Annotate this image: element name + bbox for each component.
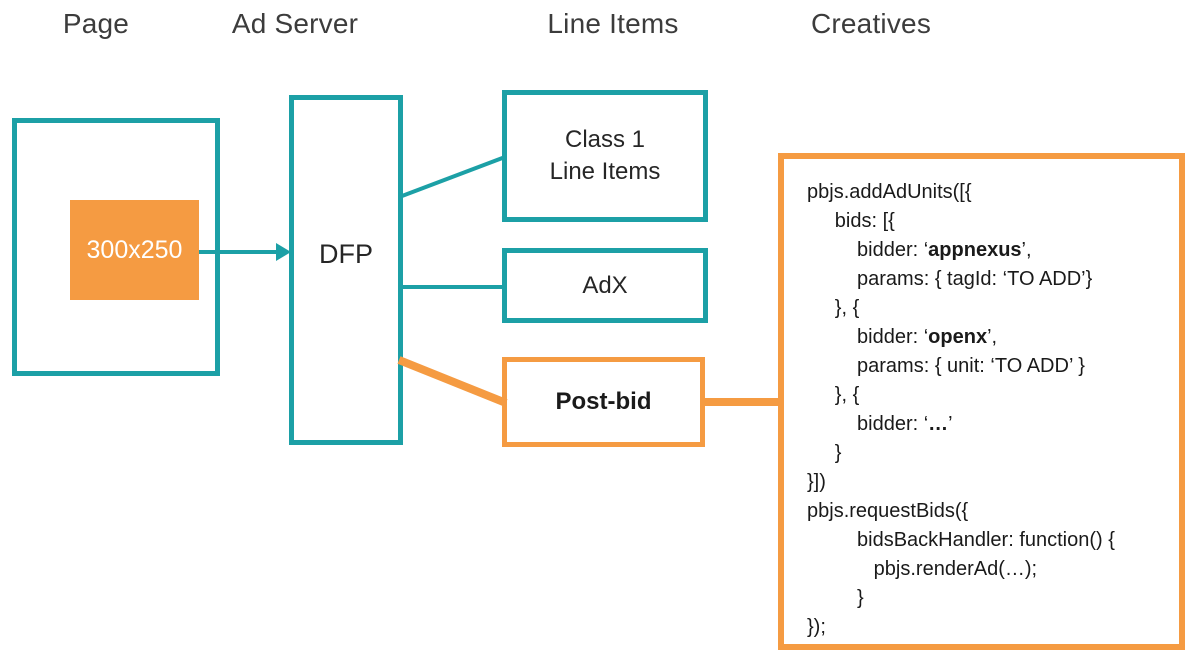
adx-box: AdX bbox=[502, 248, 708, 323]
code-line: }, { bbox=[807, 297, 860, 319]
class1-label: Class 1 Line Items bbox=[550, 124, 661, 188]
column-header-creatives: Creatives bbox=[810, 8, 932, 39]
code-line: } bbox=[807, 442, 842, 464]
code-line: bids: [{ bbox=[807, 210, 895, 232]
dfp-to-class1-connector bbox=[401, 155, 506, 198]
code-line: pbjs.addAdUnits([{ bbox=[807, 181, 972, 203]
code-line: } bbox=[807, 587, 864, 609]
code-line: }); bbox=[807, 616, 826, 638]
code-line: bidder: ‘…’ bbox=[807, 413, 953, 435]
code-line: bidder: ‘appnexus’, bbox=[807, 239, 1032, 261]
dfp-to-postbid-connector bbox=[397, 356, 508, 407]
ad-slot-box: 300x250 bbox=[70, 200, 199, 300]
dfp-box: DFP bbox=[289, 95, 403, 445]
code-lines: pbjs.addAdUnits([{ bids: [{ bidder: ‘app… bbox=[784, 159, 1179, 642]
code-line: params: { tagId: ‘TO ADD’} bbox=[807, 268, 1093, 290]
column-header-page: Page bbox=[62, 8, 130, 39]
class1-label-line2: Line Items bbox=[549, 158, 661, 185]
code-line: params: { unit: ‘TO ADD’ } bbox=[807, 355, 1085, 377]
class1-label-line1: Class 1 bbox=[564, 126, 646, 153]
code-line: bidder: ‘openx’, bbox=[807, 326, 998, 348]
dfp-label: DFP bbox=[319, 238, 373, 269]
code-line: }]) bbox=[807, 471, 826, 493]
postbid-box: Post-bid bbox=[502, 357, 705, 447]
column-header-ad-server: Ad Server bbox=[231, 8, 359, 39]
code-line: pbjs.requestBids({ bbox=[807, 500, 969, 522]
code-line: bidsBackHandler: function() { bbox=[807, 529, 1115, 551]
postbid-label: Post-bid bbox=[555, 388, 652, 415]
code-line: }, { bbox=[807, 384, 860, 406]
column-header-line-items: Line Items bbox=[547, 8, 679, 39]
class1-line-items-box: Class 1 Line Items bbox=[502, 90, 708, 222]
creatives-code-panel: pbjs.addAdUnits([{ bids: [{ bidder: ‘app… bbox=[778, 153, 1185, 650]
adx-label: AdX bbox=[582, 271, 628, 299]
ad-slot-label: 300x250 bbox=[86, 235, 183, 264]
code-line: pbjs.renderAd(…); bbox=[807, 558, 1038, 580]
